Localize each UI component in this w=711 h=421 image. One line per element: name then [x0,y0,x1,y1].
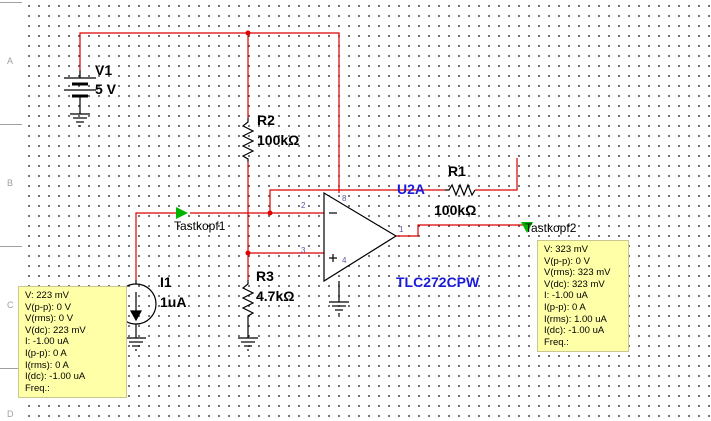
readout-line: V(p-p): 0 V [25,301,71,313]
r3-value-label: 4.7kΩ [256,288,295,304]
probe-tastkopf1-readout[interactable]: V: 223 mV V(p-p): 0 V V(rms): 0 V V(dc):… [18,286,127,399]
readout-line: V(rms): 323 mV [544,267,611,279]
ground-symbols [70,113,349,351]
r2-name-label: R2 [257,112,275,128]
schematic-canvas[interactable] [22,0,711,421]
readout-line: V: 323 mV [544,244,589,255]
i1-value-label: 1uA [160,294,187,310]
readout-line: I(p-p): 0 A [25,347,67,359]
readout-line: I(p-p): 0 A [544,301,586,313]
pin-3-label: 3 [301,246,306,255]
readout-line: V(dc): 323 mV [544,278,605,290]
readout-line: I(dc): -1.00 uA [544,325,605,337]
probe-tastkopf1-label[interactable]: Tastkopf1 [174,219,226,233]
pin-2-label: 2 [301,201,306,210]
readout-line: I: -1.00 uA [544,290,588,302]
readout-line: Freq.: [544,336,569,348]
v1-battery-symbol[interactable] [64,70,96,114]
junctions [245,30,273,256]
readout-line: I(dc): -1.00 uA [25,371,86,383]
probe-arrow-tastkopf1 [176,207,188,219]
wire-feedback-right [475,158,518,191]
r1-resistor-symbol[interactable] [445,183,476,197]
i1-name-label: I1 [160,274,172,290]
ruler-letter-c: C [7,300,14,310]
ruler-letter-b: B [7,178,14,188]
ruler-letter-a: A [7,56,14,66]
opamp-u2a-symbol[interactable] [323,191,398,283]
probe-arrow-tastkopf2 [521,222,533,233]
r2-value-label: 100kΩ [257,132,300,148]
readout-line: I(rms): 1.00 uA [544,313,607,325]
wire-i1-to-probe1 [135,212,180,280]
pin-1-label: 1 [399,225,404,234]
v1-name-label: V1 [95,62,113,78]
readout-line: I: -1.00 uA [25,336,69,348]
probe-tastkopf2-readout[interactable]: V: 323 mV V(p-p): 0 V V(rms): 323 mV V(d… [537,240,629,353]
wire-supply-top [79,32,340,193]
v1-value-label: 5 V [95,81,117,97]
wire-feedback-left [269,189,445,213]
pin-4-label: 4 [342,256,347,265]
wires[interactable] [79,32,526,280]
r1-name-label: R1 [448,163,466,179]
r3-name-label: R3 [256,268,274,284]
r2-resistor-symbol[interactable] [241,118,255,162]
readout-line: I(rms): 0 A [25,359,69,371]
u2a-ref-label: U2A [397,181,426,197]
readout-line: V(dc): 223 mV [25,324,86,336]
readout-line: V(p-p): 0 V [544,255,590,267]
r1-value-label: 100kΩ [434,202,477,218]
readout-line: V: 223 mV [25,290,70,301]
ruler-letter-d: D [7,409,14,419]
pin-8-label: 8 [342,194,347,203]
probe-arrows[interactable] [176,207,533,233]
wire-divider-to-noninverting [247,162,324,254]
wire-output [396,224,526,237]
readout-line: Freq.: [25,382,50,394]
readout-line: V(rms): 0 V [25,313,74,325]
r3-resistor-symbol[interactable] [241,280,255,338]
probe-tastkopf2-label[interactable]: Tastkopf2 [525,221,577,235]
u2a-part-label: TLC272CPW [396,274,480,290]
